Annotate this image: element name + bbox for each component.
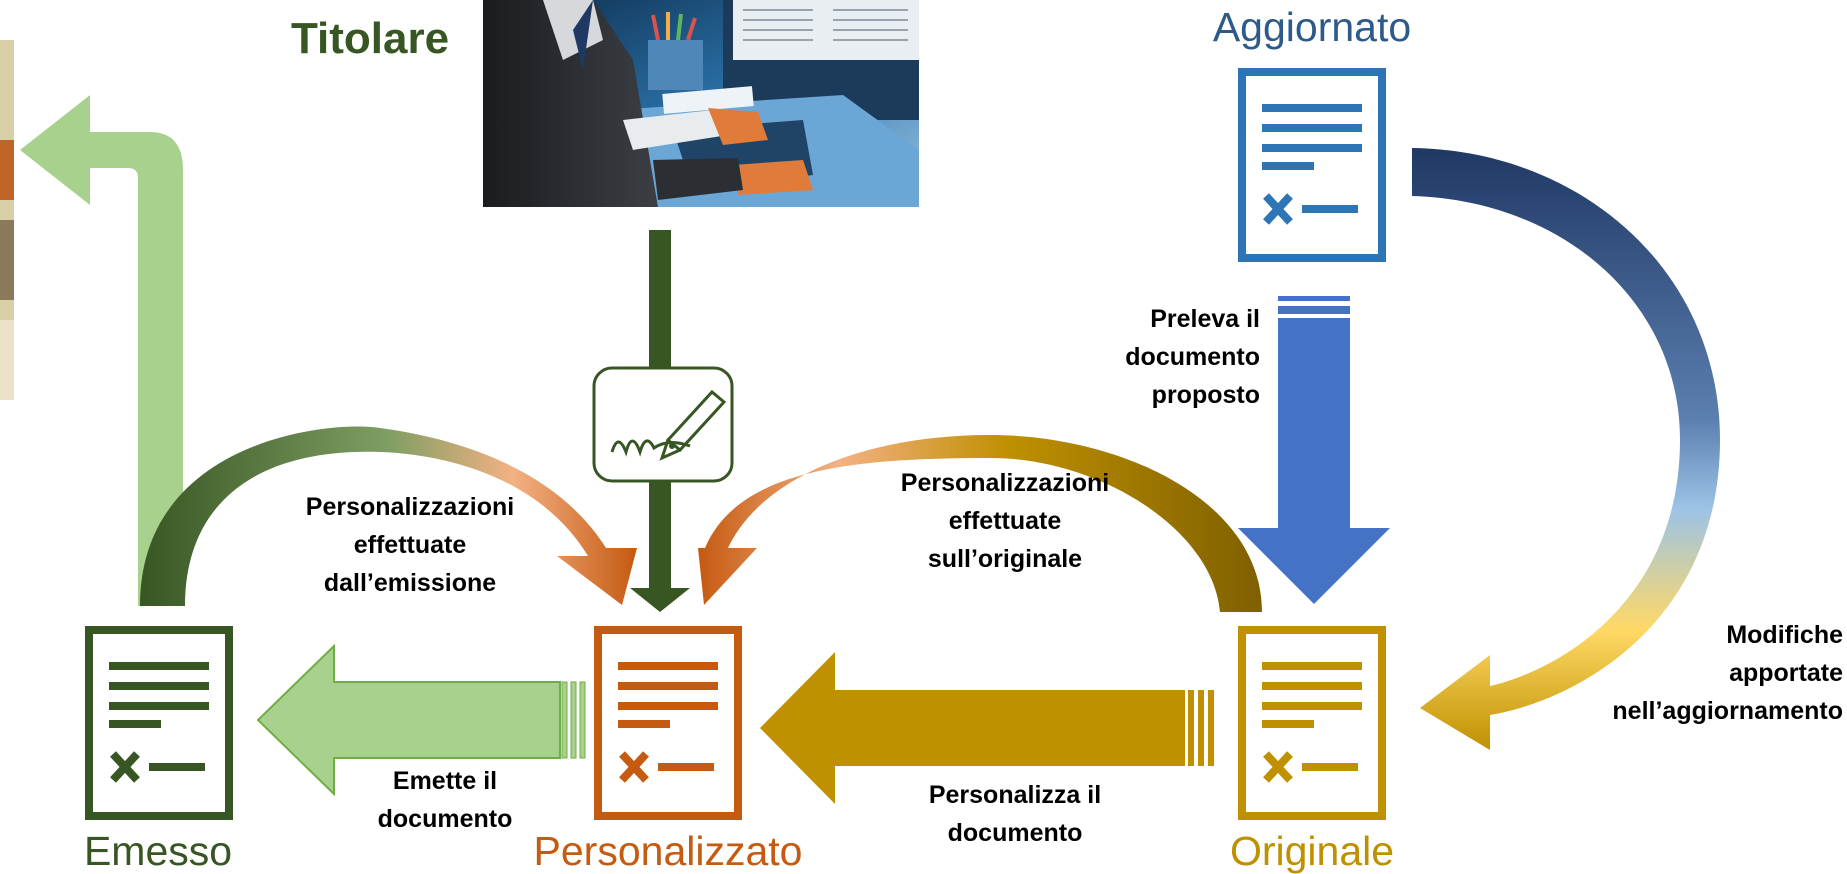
person-at-computer-image	[483, 0, 919, 207]
titolare-title: Titolare	[290, 14, 450, 63]
personalizza-arrow	[760, 652, 1214, 804]
document-personalizzato-icon	[594, 626, 742, 820]
personalizzato-title: Personalizzato	[533, 828, 803, 874]
side-scene-image	[0, 40, 14, 400]
document-emesso-icon	[85, 626, 233, 820]
personalizza-line-1: Personalizza il	[928, 781, 1102, 809]
emette-arrow	[256, 643, 586, 797]
preleva-arrow	[1238, 296, 1390, 604]
emette-line-2: documento	[377, 805, 513, 833]
emette-label: Emette il documento	[345, 762, 545, 838]
modifiche-line-2: apportate	[1729, 659, 1843, 687]
emesso-title: Emesso	[83, 828, 233, 874]
emesso-exit-arrow	[20, 95, 183, 606]
titolare-arrowhead	[630, 588, 690, 612]
preleva-line-2: documento	[1125, 343, 1260, 371]
modifiche-label: Modifiche apportate nell’aggiornamento	[1575, 616, 1843, 730]
curve-arrow-originale	[698, 435, 1262, 612]
document-aggiornato-icon	[1238, 68, 1386, 262]
personalizza-line-2: documento	[947, 819, 1083, 847]
pers-emissione-line-3: dall’emissione	[323, 569, 497, 597]
pers-originale-label: Personalizzazioni effettuate sull’origin…	[855, 464, 1155, 578]
pers-emissione-label: Personalizzazioni effettuate dall’emissi…	[260, 488, 560, 602]
personalizza-label: Personalizza il documento	[885, 776, 1145, 852]
preleva-line-1: Preleva il	[1150, 305, 1260, 333]
aggiornato-title: Aggiornato	[1212, 4, 1412, 50]
signature-pen-icon	[592, 366, 734, 483]
pers-originale-line-1: Personalizzazioni	[900, 469, 1110, 497]
pers-emissione-line-1: Personalizzazioni	[305, 493, 515, 521]
pers-originale-line-3: sull’originale	[927, 545, 1083, 573]
originale-title: Originale	[1229, 828, 1395, 874]
emette-line-1: Emette il	[392, 767, 498, 795]
modifiche-line-3: nell’aggiornamento	[1612, 697, 1843, 725]
pers-emissione-line-2: effettuate	[353, 531, 467, 559]
preleva-label: Preleva il documento proposto	[1090, 300, 1260, 414]
preleva-line-3: proposto	[1151, 381, 1260, 409]
modifiche-line-1: Modifiche	[1726, 621, 1843, 649]
pers-originale-line-2: effettuate	[948, 507, 1062, 535]
curve-arrow-emissione	[140, 426, 637, 606]
document-originale-icon	[1238, 626, 1386, 820]
curve-arrow-aggiornamento	[1412, 148, 1720, 750]
